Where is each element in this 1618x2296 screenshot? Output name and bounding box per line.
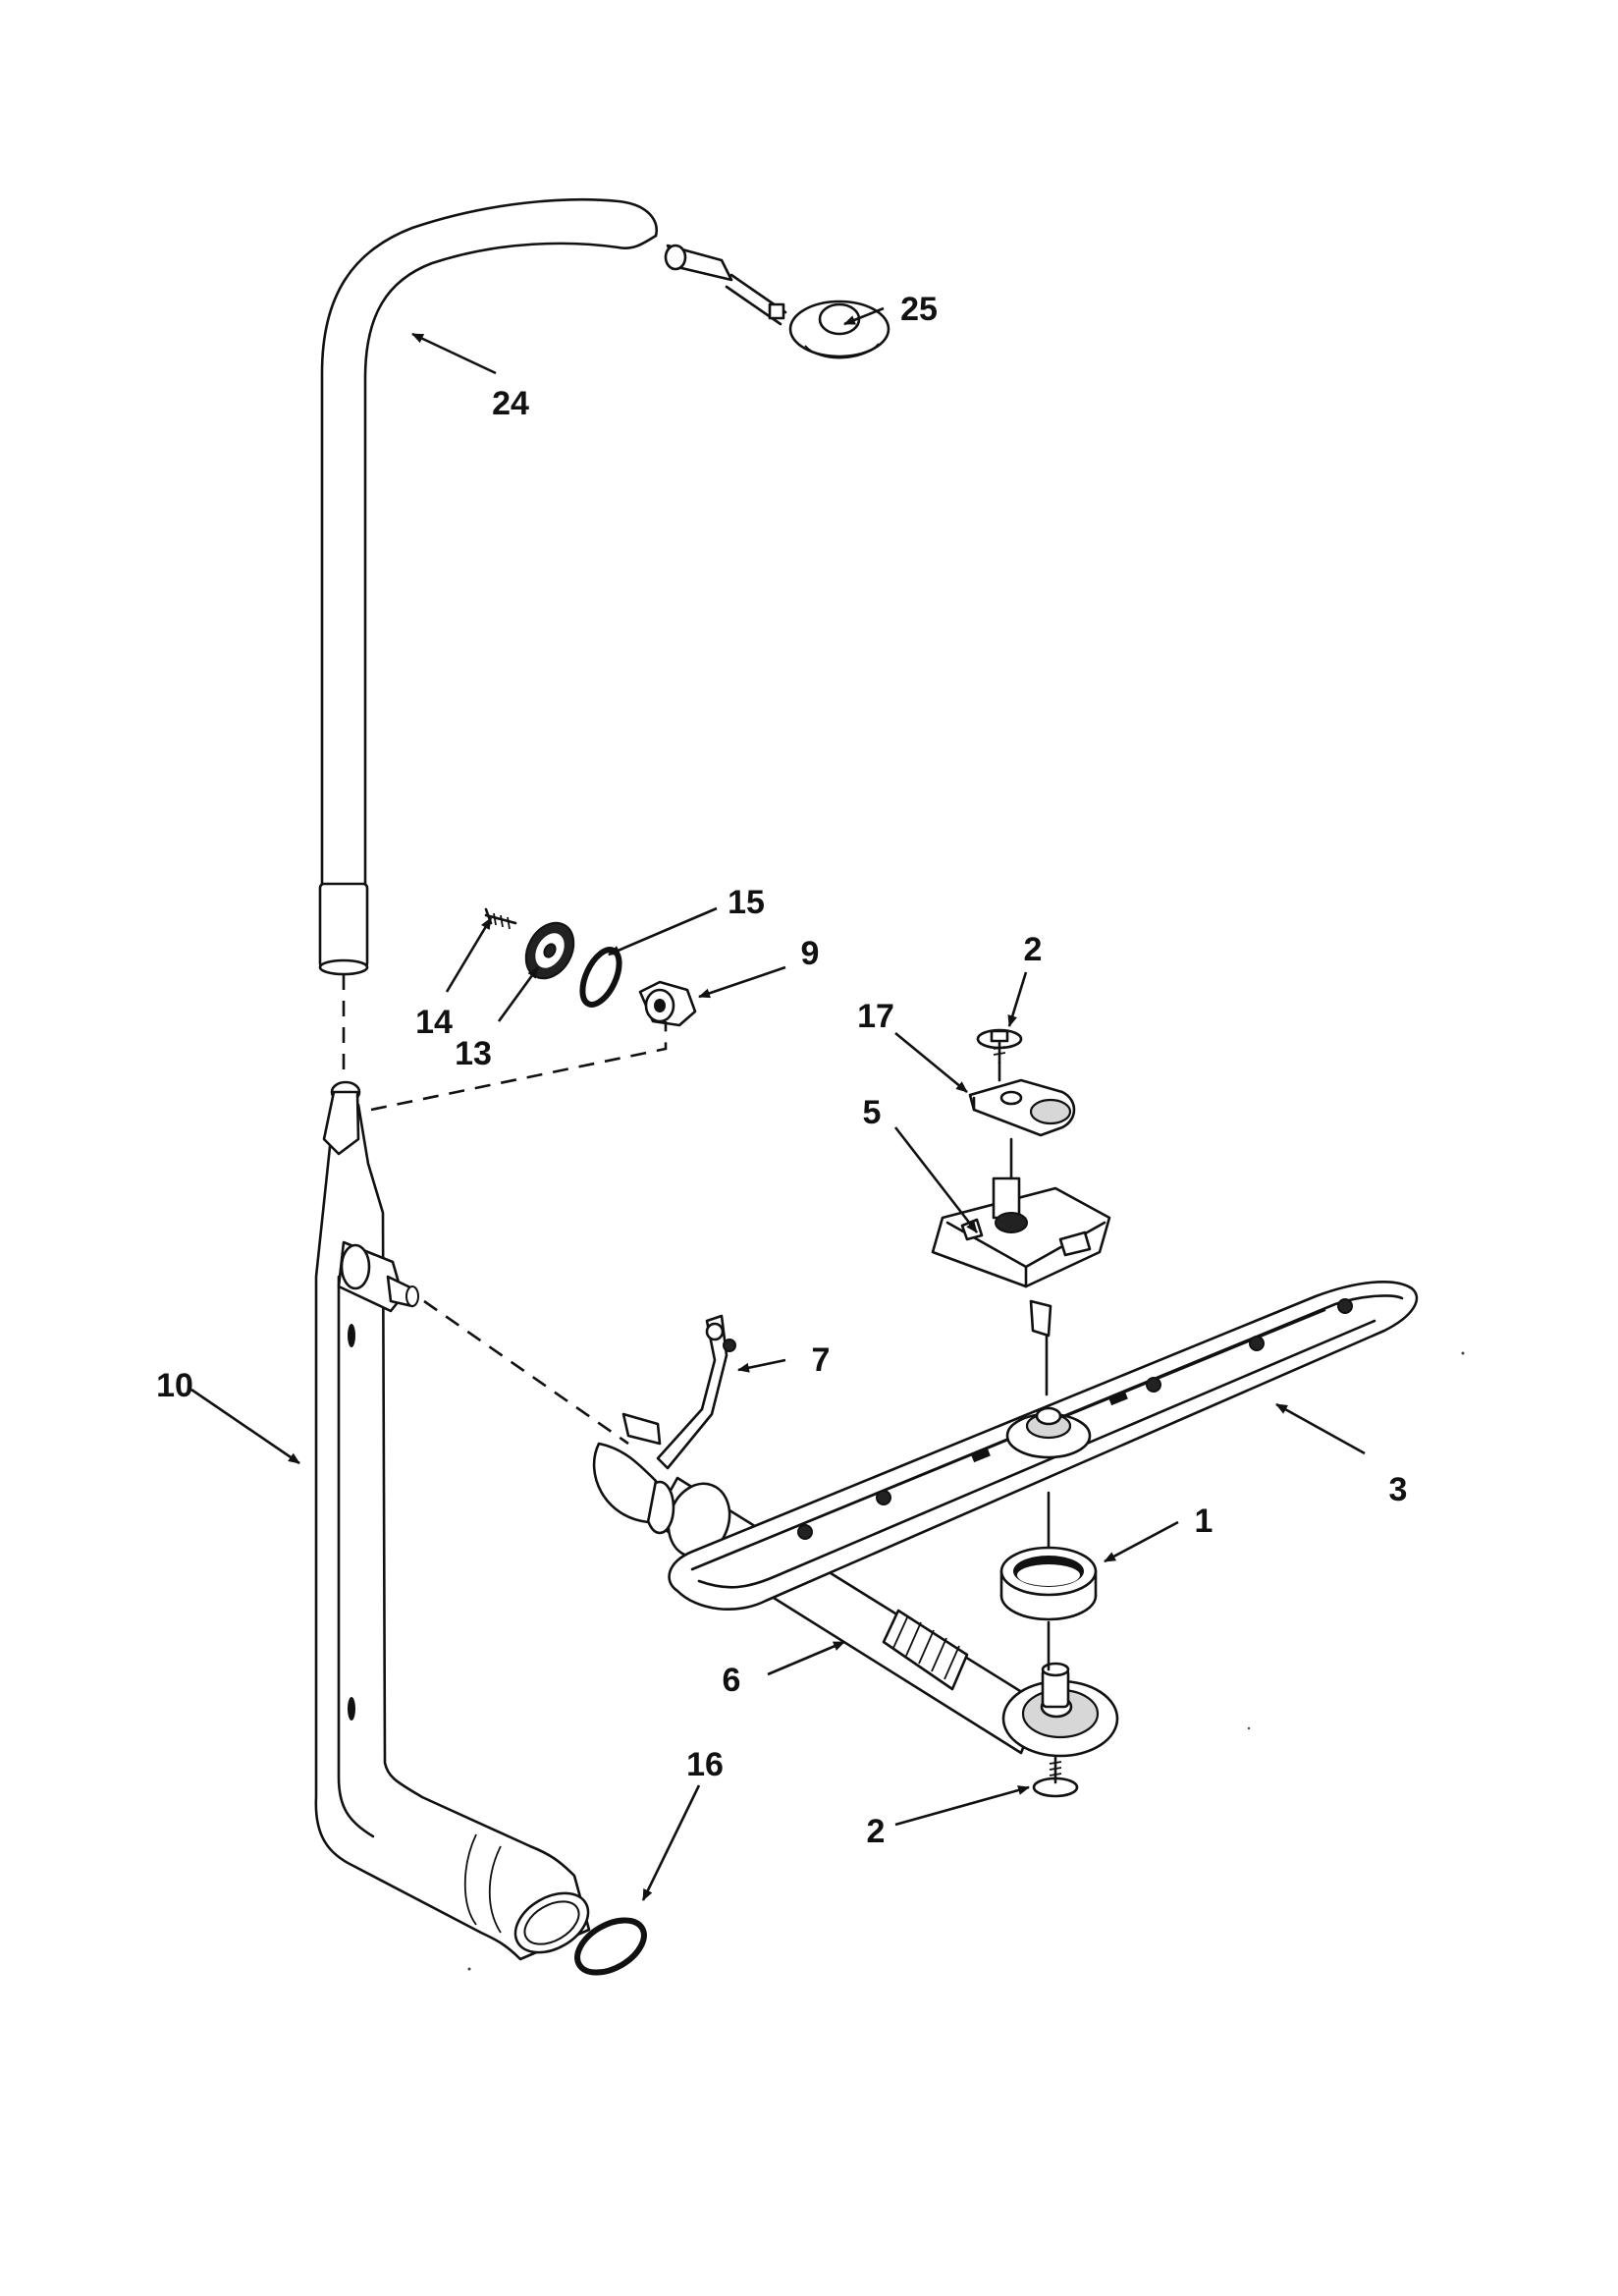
cover-part-17	[968, 1078, 1076, 1137]
callout-10: 10	[156, 1367, 193, 1404]
callout-24: 24	[492, 385, 529, 422]
callout-3: 3	[1389, 1471, 1408, 1508]
assembly-guide-lines	[342, 974, 1051, 1671]
callout-13: 13	[455, 1035, 492, 1072]
callout-2-top: 2	[1024, 931, 1043, 968]
upper-supply-tube-part	[318, 197, 659, 976]
leader-arrows	[190, 306, 1366, 1901]
callout-9: 9	[801, 935, 820, 972]
callout-16: 16	[686, 1746, 724, 1783]
callout-6: 6	[723, 1662, 741, 1699]
callout-7: 7	[812, 1341, 831, 1379]
lower-supply-tube-part	[314, 1080, 591, 1961]
spray-arm-part-3	[668, 1281, 1419, 1611]
callout-labels: 24 25 15 9 14 13 2 17 5 7 10 3 1 6 16 2	[156, 291, 1407, 1850]
callout-25: 25	[900, 291, 938, 328]
screw-part-2-bottom	[1032, 1756, 1079, 1798]
bracket-part-5	[931, 1176, 1111, 1338]
upper-spray-nozzle-part	[664, 244, 890, 359]
callout-14: 14	[415, 1004, 453, 1041]
screw-part-2-top	[976, 1028, 1023, 1065]
scan-specks	[467, 1351, 1465, 1971]
callout-17: 17	[857, 998, 894, 1035]
nut-part-9	[638, 980, 697, 1027]
callout-5: 5	[863, 1094, 882, 1131]
o-ring-part-15	[579, 947, 622, 1008]
callout-2-bottom: 2	[867, 1813, 886, 1850]
callout-15: 15	[728, 884, 765, 921]
bearing-ring-part-1	[999, 1546, 1098, 1621]
o-ring-part-16	[574, 1917, 647, 1976]
washer-part-13	[524, 921, 575, 980]
callout-1: 1	[1195, 1503, 1214, 1540]
